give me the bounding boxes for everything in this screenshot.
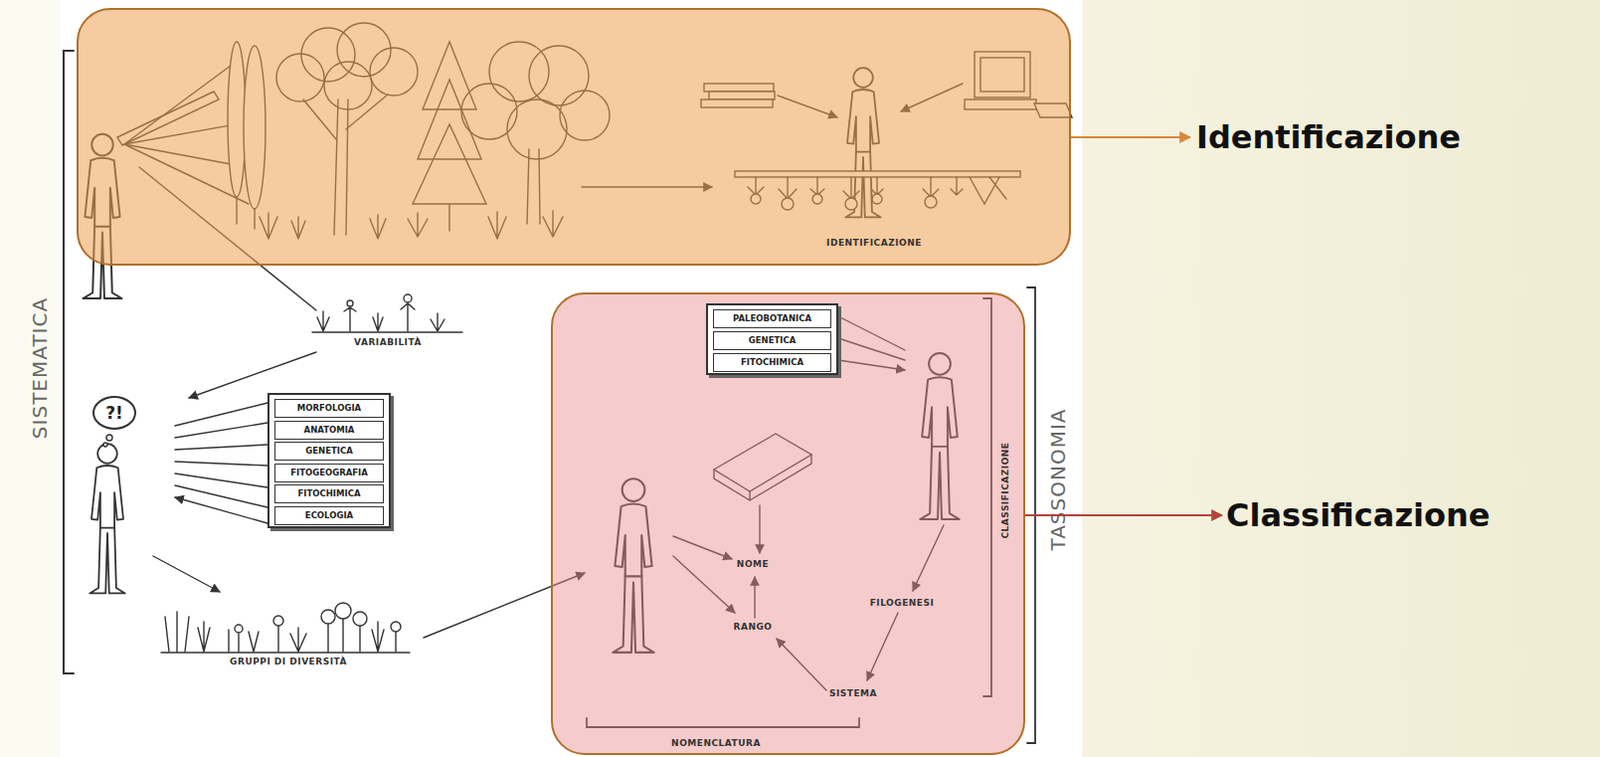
drawer-label: PALEOBOTANICA [712, 309, 832, 329]
figure-label: FILOGENESI [870, 597, 935, 608]
drawer-label: ANATOMIA [274, 420, 384, 440]
classification-band: NOMENCLATURA PALEOBOTANICAGENETICA FITOCHI… [550, 292, 1026, 755]
drawer-label: ECOLOGIA [274, 506, 384, 526]
node-text: IDENTIFICAZIONE [814, 237, 934, 248]
figure-label: GRUPPI DI DIVERSITÀ [229, 656, 348, 667]
figure-label: SISTEMA [829, 688, 878, 699]
bracket-label: CLASSIFICAZIONE [1000, 442, 1011, 539]
white-panel [59, 0, 1082, 757]
drawer-label: FITOGEOGRAFIA [274, 463, 384, 483]
node-text: NOMENCLATURA [616, 737, 816, 748]
bracket-label: SISTEMATICA [27, 297, 52, 439]
drawer-label: FITOCHIMICA [712, 353, 832, 372]
callout-title: Classificazione [1226, 493, 1595, 537]
identification-band: IDENTIFICAZIONE [76, 7, 1071, 266]
callout-arrow [1025, 514, 1223, 517]
drawer-label: FITOCHIMICA [274, 484, 384, 504]
drawer-label: GENETICA [712, 331, 832, 351]
callout-title: Identificazione [1196, 115, 1565, 160]
node-text: Identificazione [1196, 115, 1565, 160]
drawer-label: MORFOLOGIA [274, 398, 384, 418]
figure-label: RANGO [733, 621, 773, 632]
bracket-label: TASSONOMIA [1046, 407, 1070, 550]
figure-label: VARIABILITÀ [354, 337, 422, 348]
data-cabinet: MORFOLOGIAANATOMIAGENETICAFITOGEOGRAFIAF… [267, 392, 391, 529]
drawer-label: GENETICA [274, 441, 384, 461]
thought-bubble: ?! [92, 395, 137, 430]
node-text: ?! [94, 397, 135, 428]
node-text: Classificazione [1226, 493, 1595, 537]
figure-label: NOME [736, 558, 769, 569]
callout-arrow [1070, 136, 1191, 139]
data-cabinet: PALEOBOTANICAGENETICA FITOCHIMICA [706, 303, 839, 375]
